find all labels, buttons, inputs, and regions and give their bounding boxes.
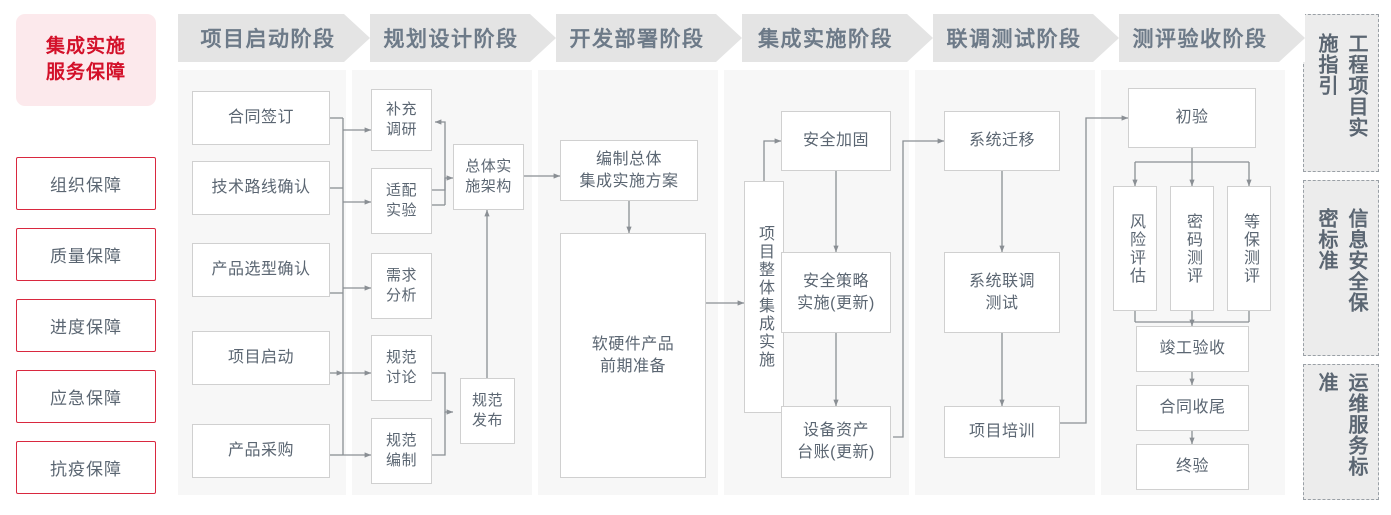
right-rail-item-label: 信息安全保密标准 xyxy=(1315,208,1367,313)
left-rail-item-label: 组织保障 xyxy=(50,176,122,195)
flow-node-security-hardening[interactable]: 安全加固 xyxy=(781,111,891,171)
node-label: 竣工验收 xyxy=(1159,340,1226,357)
node-label: 初验 xyxy=(1175,109,1209,126)
flow-node-contract-signing[interactable]: 合同签订 xyxy=(192,91,330,145)
left-rail-item-0[interactable]: 组织保障 xyxy=(16,157,156,210)
node-label: 规范 编制 xyxy=(385,432,417,469)
left-rail-item-2[interactable]: 进度保障 xyxy=(16,299,156,352)
right-rail-item-2[interactable]: 运维服务标准 xyxy=(1303,364,1379,500)
right-rail-item-0[interactable]: 工程项目实施指引 xyxy=(1303,14,1379,172)
node-label: 设备资产 台账(更新) xyxy=(797,422,875,461)
phase-header-5[interactable]: 测评验收阶段 xyxy=(1107,14,1293,62)
node-label: 等保测评 xyxy=(1241,212,1258,285)
node-label: 终验 xyxy=(1175,458,1209,475)
flow-node-spec-release[interactable]: 规范 发布 xyxy=(460,378,515,444)
node-label: 项目培训 xyxy=(968,423,1035,440)
flow-node-product-procurement[interactable]: 产品采购 xyxy=(192,424,330,478)
node-label: 总体实 施架构 xyxy=(465,158,512,195)
right-rail-item-label: 工程项目实施指引 xyxy=(1315,33,1367,138)
node-label: 软硬件产品 前期准备 xyxy=(591,335,675,375)
node-label: 规范 讨论 xyxy=(385,349,417,386)
flow-node-security-policy-impl[interactable]: 安全策略 实施(更新) xyxy=(781,252,891,333)
node-label: 技术路线确认 xyxy=(211,179,311,196)
left-rail-item-label: 抗疫保障 xyxy=(50,460,122,479)
phase-header-2[interactable]: 开发部署阶段 xyxy=(544,14,730,62)
node-label: 需求 分析 xyxy=(385,267,417,304)
phase-header-1[interactable]: 规划设计阶段 xyxy=(358,14,544,62)
flow-node-product-selection-confirm[interactable]: 产品选型确认 xyxy=(192,243,330,297)
node-label: 补充 调研 xyxy=(385,101,417,138)
node-label: 合同签订 xyxy=(227,109,294,126)
flow-node-overall-integration-impl[interactable]: 项目整体集成实施 xyxy=(744,181,784,413)
left-rail-item-label: 应急保障 xyxy=(50,389,122,408)
node-label: 系统迁移 xyxy=(968,132,1035,149)
node-label: 安全策略 实施(更新) xyxy=(797,272,875,312)
node-label: 风险评估 xyxy=(1127,212,1144,285)
flow-node-compile-overall-plan[interactable]: 编制总体 集成实施方案 xyxy=(560,140,698,201)
phase-title: 测评验收阶段 xyxy=(1132,28,1268,51)
node-label: 安全加固 xyxy=(802,132,869,149)
flow-node-spec-drafting[interactable]: 规范 编制 xyxy=(371,418,432,484)
flow-node-contract-closeout[interactable]: 合同收尾 xyxy=(1136,385,1249,431)
flow-node-spec-discussion[interactable]: 规范 讨论 xyxy=(371,335,432,401)
node-label: 项目整体集成实施 xyxy=(756,225,773,369)
phase-title: 开发部署阶段 xyxy=(569,28,705,51)
phase-header-3[interactable]: 集成实施阶段 xyxy=(730,14,921,62)
flow-node-mlps-evaluation[interactable]: 等保测评 xyxy=(1227,186,1271,311)
left-rail-main-label: 集成实施 服务保障 xyxy=(45,36,126,83)
left-rail-item-label: 进度保障 xyxy=(50,318,122,337)
right-rail-item-label: 运维服务标准 xyxy=(1315,372,1367,477)
phase-title: 联调测试阶段 xyxy=(946,28,1082,51)
flow-node-project-training[interactable]: 项目培训 xyxy=(944,406,1060,458)
node-label: 密码测评 xyxy=(1184,212,1201,285)
right-rail-item-1[interactable]: 信息安全保密标准 xyxy=(1303,180,1379,356)
flow-node-adaptation-experiment[interactable]: 适配 实验 xyxy=(371,168,432,234)
flow-node-system-joint-test[interactable]: 系统联调 测试 xyxy=(944,252,1060,333)
flow-node-completion-acceptance[interactable]: 竣工验收 xyxy=(1136,326,1249,372)
node-label: 合同收尾 xyxy=(1159,399,1226,416)
flow-node-preliminary-acceptance[interactable]: 初验 xyxy=(1128,88,1256,148)
left-rail-item-1[interactable]: 质量保障 xyxy=(16,228,156,281)
node-label: 产品选型确认 xyxy=(211,261,311,278)
flow-node-tech-route-confirm[interactable]: 技术路线确认 xyxy=(192,161,330,215)
flow-node-cryptography-evaluation[interactable]: 密码测评 xyxy=(1170,186,1214,311)
node-label: 规范 发布 xyxy=(471,392,503,429)
flow-node-risk-assessment[interactable]: 风险评估 xyxy=(1113,186,1157,311)
flow-node-final-acceptance[interactable]: 终验 xyxy=(1136,444,1249,490)
flow-node-overall-impl-architecture[interactable]: 总体实 施架构 xyxy=(453,144,524,210)
left-rail-item-4[interactable]: 抗疫保障 xyxy=(16,441,156,494)
flow-node-project-kickoff[interactable]: 项目启动 xyxy=(192,331,330,385)
flow-node-equipment-asset-ledger[interactable]: 设备资产 台账(更新) xyxy=(781,406,891,478)
phase-title: 规划设计阶段 xyxy=(383,28,519,51)
flow-node-hw-sw-preparation[interactable]: 软硬件产品 前期准备 xyxy=(560,233,706,478)
left-rail-item-3[interactable]: 应急保障 xyxy=(16,370,156,423)
left-rail-item-label: 质量保障 xyxy=(50,247,122,266)
flow-node-system-migration[interactable]: 系统迁移 xyxy=(944,111,1060,171)
node-label: 编制总体 集成实施方案 xyxy=(579,150,679,190)
phase-title: 集成实施阶段 xyxy=(758,28,893,51)
phase-header-0[interactable]: 项目启动阶段 xyxy=(178,14,358,62)
phase-header-4[interactable]: 联调测试阶段 xyxy=(921,14,1107,62)
node-label: 系统联调 测试 xyxy=(968,272,1035,312)
node-label: 适配 实验 xyxy=(385,182,417,219)
flow-node-requirement-analysis[interactable]: 需求 分析 xyxy=(371,253,432,319)
left-rail-main-card[interactable]: 集成实施 服务保障 xyxy=(16,14,156,106)
phase-title: 项目启动阶段 xyxy=(200,28,336,51)
node-label: 项目启动 xyxy=(227,349,294,366)
node-label: 产品采购 xyxy=(227,442,294,459)
flow-node-supplementary-research[interactable]: 补充 调研 xyxy=(371,89,432,151)
